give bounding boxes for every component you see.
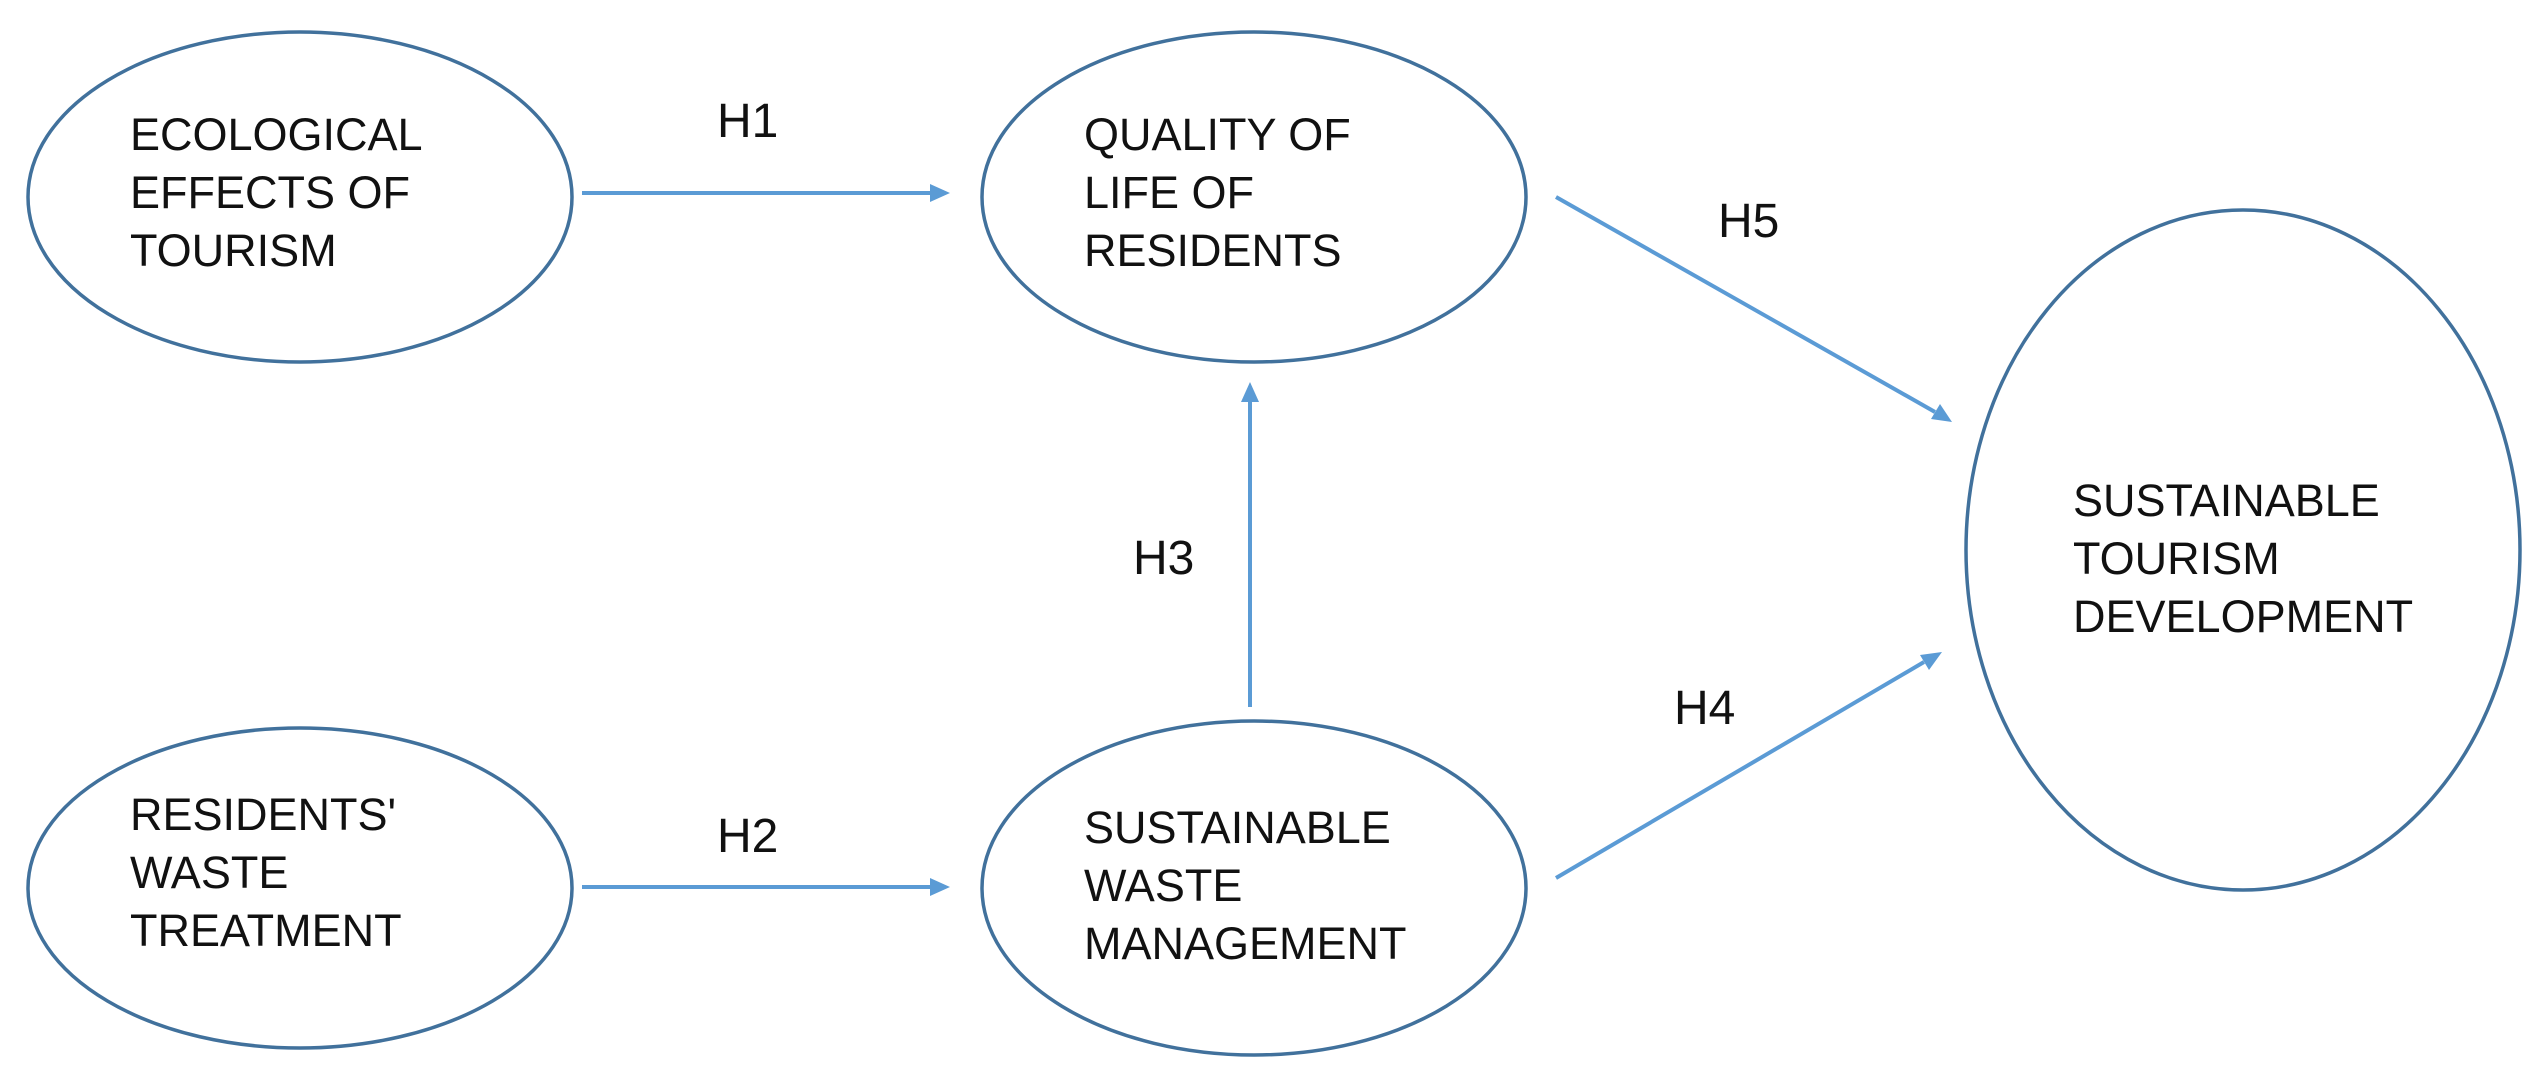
edge-h1: H1 — [582, 95, 950, 202]
edge-h5-arrowhead — [1931, 404, 1952, 422]
node-quality-of-life-of-residents: QUALITY OF LIFE OF RESIDENTS — [980, 30, 1528, 364]
edge-h2-label: H2 — [717, 810, 778, 863]
edge-h5-line — [1555, 195, 1936, 414]
node-sustainable-waste-management: SUSTAINABLE WASTE MANAGEMENT — [980, 719, 1528, 1057]
node-ecological-shape — [26, 30, 574, 364]
node-sustainable-tourism-line-3: DEVELOPMENT — [2073, 591, 2413, 642]
node-waste-mgmt-line-2: WASTE — [1084, 860, 1242, 911]
node-residents-waste-line-3: TREATMENT — [130, 905, 402, 956]
node-residents-waste-label: RESIDENTS' WASTE TREATMENT — [130, 789, 409, 956]
node-ecological-line-1: ECOLOGICAL — [130, 109, 422, 160]
edge-h4-line — [1554, 660, 1926, 880]
node-ecological-line-2: EFFECTS OF — [130, 167, 410, 218]
node-ecological-label: ECOLOGICAL EFFECTS OF TOURISM — [130, 109, 433, 276]
node-residents-waste-line-1: RESIDENTS' — [130, 789, 396, 840]
node-quality-line-2: LIFE OF — [1084, 167, 1254, 218]
edge-h3-arrowhead — [1241, 382, 1259, 402]
edge-h5: H5 — [1555, 195, 1952, 422]
node-sustainable-tourism-line-1: SUSTAINABLE — [2073, 475, 2380, 526]
node-waste-mgmt-line-3: MANAGEMENT — [1084, 918, 1407, 969]
node-residents-waste-line-2: WASTE — [130, 847, 288, 898]
node-sustainable-tourism-development: SUSTAINABLE TOURISM DEVELOPMENT — [1964, 208, 2522, 892]
edge-h4: H4 — [1554, 652, 1942, 880]
node-quality-shape — [980, 30, 1528, 364]
node-sustainable-tourism-label: SUSTAINABLE TOURISM DEVELOPMENT — [2073, 475, 2413, 642]
node-waste-mgmt-line-1: SUSTAINABLE — [1084, 802, 1391, 853]
node-residents-waste-treatment: RESIDENTS' WASTE TREATMENT — [26, 726, 574, 1050]
edge-h1-label: H1 — [717, 95, 778, 148]
edge-h4-label: H4 — [1674, 682, 1735, 735]
edge-h2: H2 — [582, 810, 950, 896]
edge-h3: H3 — [1133, 382, 1259, 707]
node-ecological-line-3: TOURISM — [130, 225, 337, 276]
edge-h2-arrowhead — [930, 878, 950, 896]
node-ecological-effects-of-tourism: ECOLOGICAL EFFECTS OF TOURISM — [26, 30, 574, 364]
node-quality-line-3: RESIDENTS — [1084, 225, 1342, 276]
edge-h5-label: H5 — [1718, 195, 1779, 248]
edge-h4-arrowhead — [1920, 652, 1942, 670]
node-waste-mgmt-label: SUSTAINABLE WASTE MANAGEMENT — [1084, 802, 1407, 969]
edge-h3-label: H3 — [1133, 532, 1194, 585]
node-waste-mgmt-shape — [980, 719, 1528, 1057]
node-sustainable-tourism-shape — [1964, 208, 2522, 892]
node-quality-line-1: QUALITY OF — [1084, 109, 1351, 160]
node-residents-waste-shape — [26, 726, 574, 1050]
node-sustainable-tourism-line-2: TOURISM — [2073, 533, 2280, 584]
node-quality-label: QUALITY OF LIFE OF RESIDENTS — [1084, 109, 1363, 276]
edge-h1-arrowhead — [930, 184, 950, 202]
